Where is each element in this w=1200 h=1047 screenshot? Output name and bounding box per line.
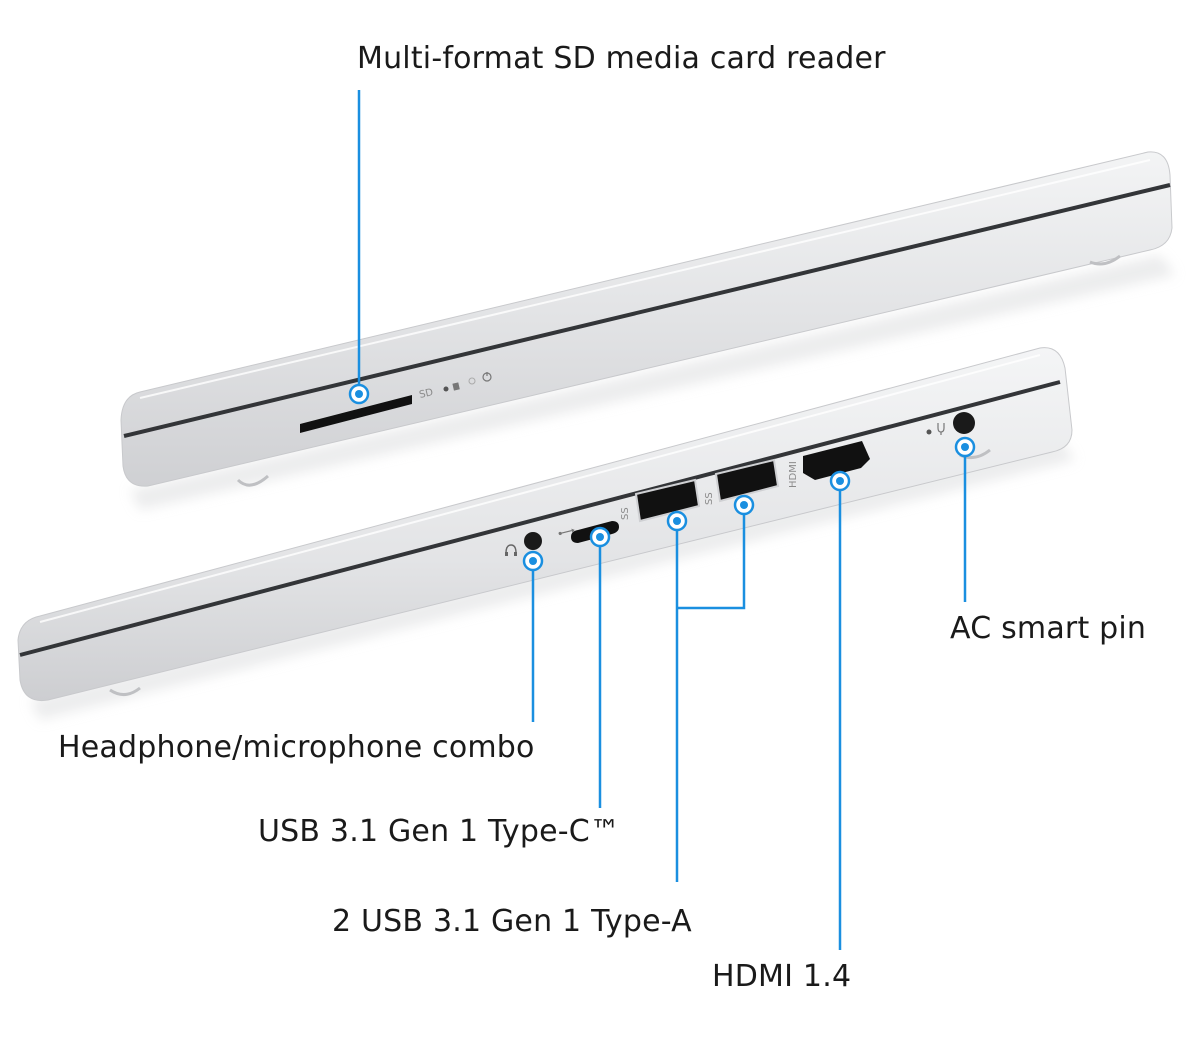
- upper-foot-rear: [236, 474, 269, 487]
- upper-foot-front: [1089, 254, 1121, 266]
- headphone-icon: [505, 544, 517, 556]
- ac-led: [926, 429, 932, 435]
- sd-label-text: SD: [418, 387, 434, 401]
- marker-ac: [954, 436, 976, 458]
- headphone-jack: [524, 532, 542, 550]
- hdmi-port: [803, 441, 870, 480]
- power-icon: [482, 372, 492, 382]
- label-usb-a: 2 USB 3.1 Gen 1 Type-A: [332, 904, 692, 939]
- lower-body: [17, 347, 1073, 702]
- leader-lines: [357, 90, 967, 950]
- usb-a1-marking: SS: [620, 507, 631, 520]
- usb-a-port-1: [634, 478, 701, 523]
- marker-headphone: [522, 550, 544, 572]
- ac-smart-pin-port: [953, 412, 975, 434]
- upper-lid-highlight: [139, 159, 1151, 399]
- marker-usb-a-1: [666, 510, 688, 532]
- port-markers: [348, 383, 976, 572]
- marker-usb-c: [589, 526, 611, 548]
- marker-sd: [348, 383, 370, 405]
- sd-activity-led: [443, 386, 449, 392]
- usb-icon: [558, 528, 575, 536]
- lower-lid-seam: [19, 380, 1061, 657]
- upper-laptop-side: SD: [120, 151, 1175, 510]
- usb-a-port-2: [714, 458, 780, 503]
- marker-usb-a-2: [733, 494, 755, 516]
- label-sd-card-reader: Multi-format SD media card reader: [357, 41, 886, 76]
- storage-icon: [452, 382, 460, 391]
- ac-power-icon: [937, 423, 945, 435]
- leader-usb-a-join: [677, 506, 746, 610]
- upper-shadow: [130, 255, 1175, 510]
- hdmi-logo-icon: HDMI: [788, 461, 799, 488]
- usb-a2-marking: SS: [704, 492, 715, 505]
- label-ac-smart-pin: AC smart pin: [950, 611, 1147, 646]
- label-headphone-mic: Headphone/microphone combo: [58, 730, 535, 765]
- sd-card-slot: [300, 395, 412, 433]
- lower-lid-highlight: [39, 354, 1041, 623]
- label-usb-c: USB 3.1 Gen 1 Type-C™: [258, 814, 621, 849]
- power-led: [468, 377, 476, 385]
- upper-lid-seam: [123, 183, 1171, 438]
- lower-foot-front: [109, 686, 141, 696]
- marker-hdmi: [829, 470, 851, 492]
- label-hdmi: HDMI 1.4: [712, 959, 852, 994]
